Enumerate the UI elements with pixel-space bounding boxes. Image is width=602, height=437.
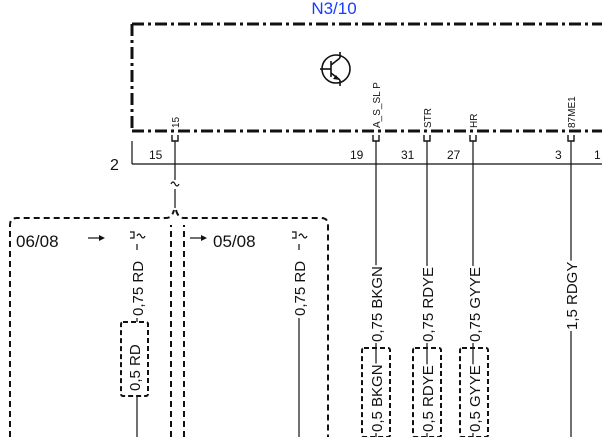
variant-label-2: 05/08 [213,232,256,251]
label-backing [292,259,309,317]
label-backing [369,363,386,433]
wire-label-rdye-075: 0,75 RDYE [420,267,437,342]
label-backing [127,343,144,392]
label-backing [420,364,437,433]
label-backing [372,80,383,129]
pin-name-a-s-sl-p: A_S_SL P [372,82,383,128]
label-backing [467,265,484,343]
label-backing [171,115,182,129]
wire-label-rdye-05: 0,5 RDYE [420,365,437,432]
lower-section-boxes [120,321,489,437]
component-box [130,22,602,133]
connector-number: 2 [110,157,119,174]
wire-label-rd-075-a: 0,75 RD [130,261,147,316]
arrow-icon [190,235,207,241]
label-backing [567,94,578,129]
pin-number-19: 19 [350,148,364,162]
pin-number-15: 15 [149,148,163,162]
connector-outline [131,141,602,165]
pin-name-87me1: 87ME1 [567,96,578,128]
label-backing [467,364,484,433]
pin-number-1: 1 [594,148,601,162]
arrow-icon [88,235,105,241]
wire-label-rdgy-15: 1,5 RDGY [564,262,581,330]
wire-label-rd-075-b: 0,75 RD [292,261,309,316]
pin-name-hr: HR [469,114,480,128]
variant-wires [130,231,308,437]
pin-number-27: 27 [447,148,461,162]
wire-label-rd-05: 0,5 RD [127,344,144,391]
wire-label-bkgn-075: 0,75 BKGN [369,266,386,342]
pin-number-31: 31 [401,148,415,162]
label-backing [369,265,386,343]
label-backing [564,260,581,331]
transistor-icon [320,52,351,86]
variant-label-1: 06/08 [16,232,59,251]
wire-label-gyye-075: 0,75 GYYE [467,267,484,342]
label-backing [469,112,480,129]
label-backing [423,107,434,129]
pin-name-15: 15 [171,116,182,128]
component-id: N3/10 [311,0,356,18]
pin-name-str: STR [423,108,434,128]
variant-boxes [9,209,329,437]
pin-number-3: 3 [555,148,562,162]
label-backing [420,265,437,343]
wire-label-gyye-05: 0,5 GYYE [467,365,484,432]
wire-label-bkgn-05: 0,5 BKGN [369,364,386,432]
label-backing [130,259,147,317]
pin-brackets [171,135,575,142]
